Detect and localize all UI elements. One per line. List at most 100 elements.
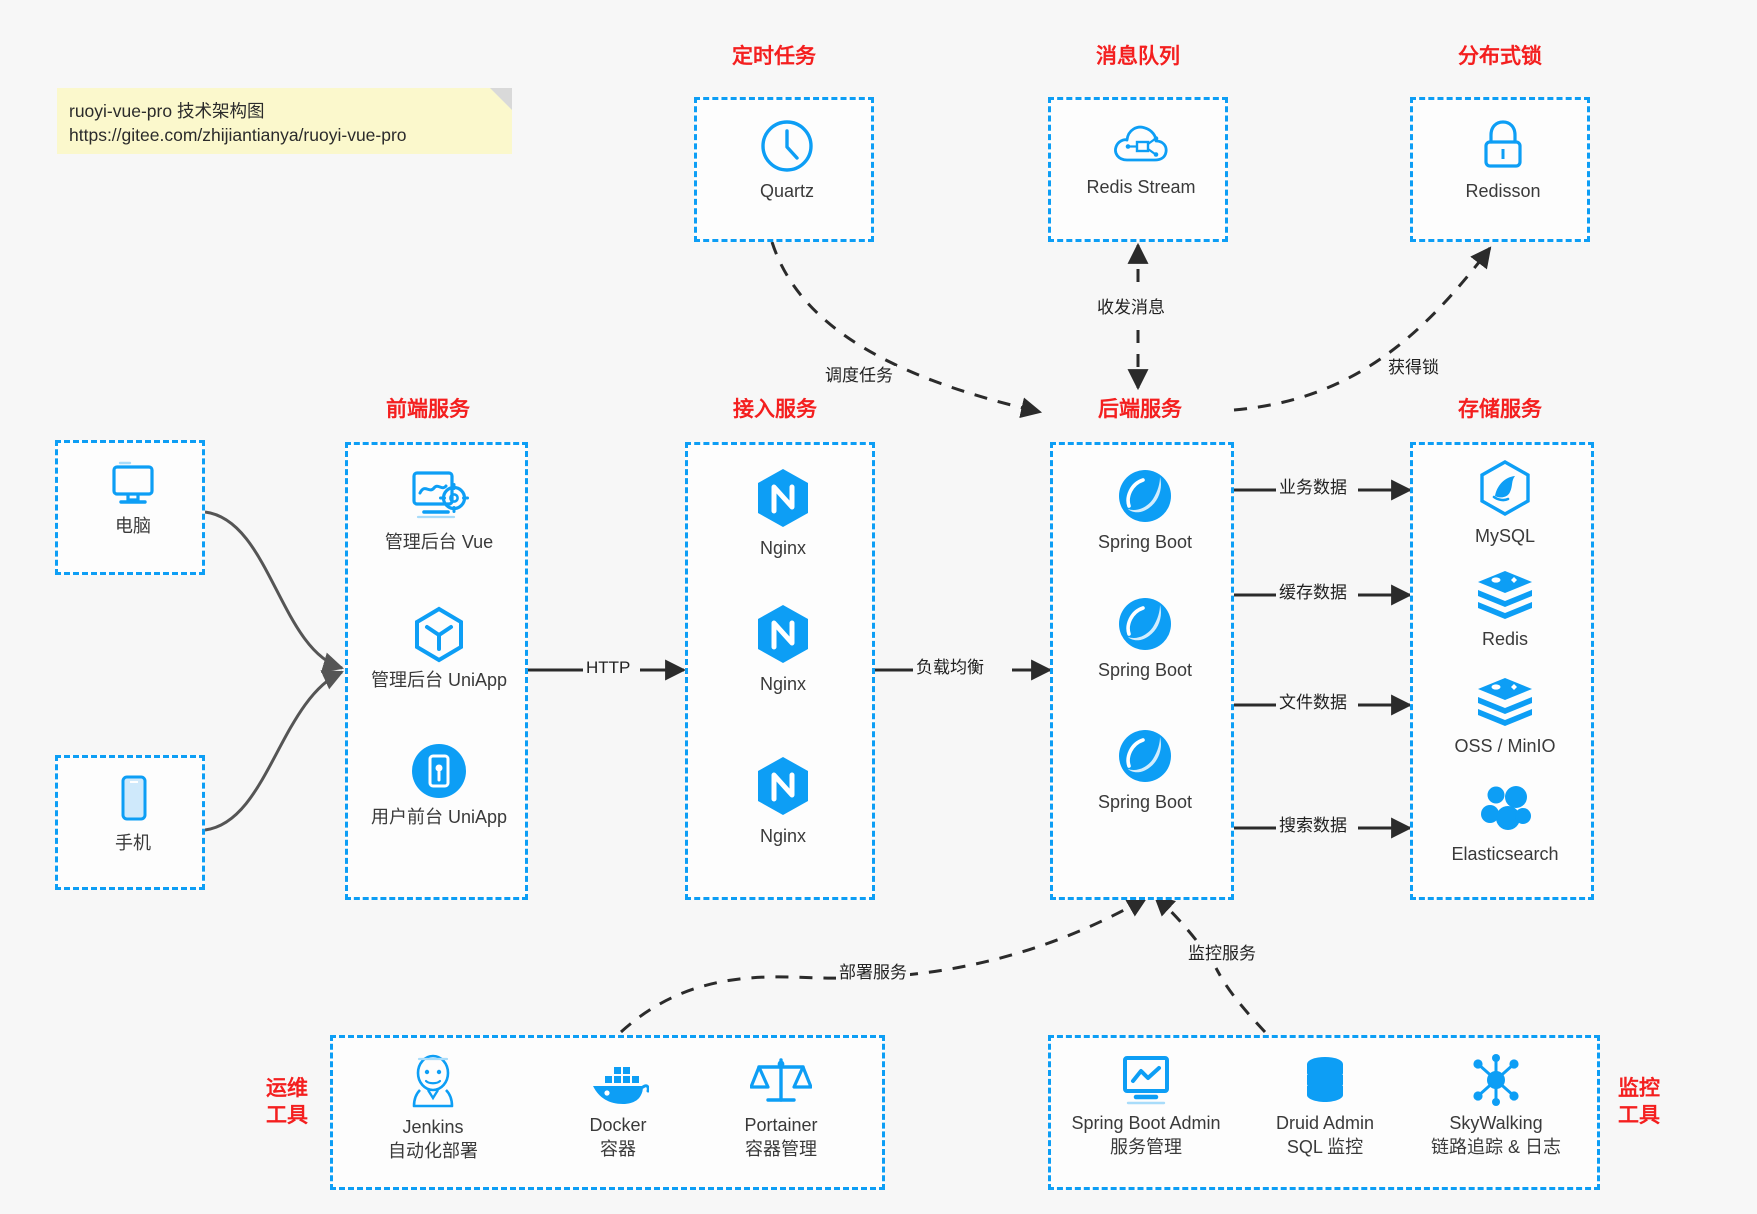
node-springboot-2[interactable]: Spring Boot <box>1065 595 1225 682</box>
group-title-backend: 后端服务 <box>1098 398 1182 421</box>
node-label: Redis Stream <box>1086 177 1196 197</box>
spring-leaf-icon <box>1119 470 1171 522</box>
group-monitor: Spring Boot Admin 服务管理 Druid Admin SQL 监… <box>1048 1035 1600 1190</box>
node-label: Redisson <box>1465 181 1541 201</box>
node-nginx-2[interactable]: Nginx <box>703 603 863 696</box>
node-label: Nginx <box>759 826 807 846</box>
group-computer: 电脑 <box>55 440 205 575</box>
node-label: Elasticsearch <box>1451 844 1559 864</box>
edge-label-search-data: 搜索数据 <box>1276 816 1350 836</box>
node-label: 手机 <box>115 833 151 853</box>
node-admin-vue[interactable]: 管理后台 Vue <box>359 467 519 554</box>
group-frontend: 管理后台 Vue 管理后台 UniApp 用户前台 UniApp <box>345 442 528 900</box>
group-title-scheduler: 定时任务 <box>732 45 816 68</box>
monitor-title-line1: 监控 <box>1618 1077 1660 1100</box>
node-sublabel: 容器管理 <box>745 1139 817 1159</box>
skywalking-icon <box>1473 1054 1519 1106</box>
redis-stack-icon <box>1478 571 1532 619</box>
node-label: Redis <box>1481 629 1529 649</box>
monitor-title-line2: 工具 <box>1618 1104 1660 1127</box>
node-label: Nginx <box>759 538 807 558</box>
group-scheduler: Quartz <box>694 97 874 242</box>
node-label: 管理后台 UniApp <box>370 670 508 690</box>
node-computer[interactable]: 电脑 <box>53 459 213 538</box>
node-admin-uniapp[interactable]: 管理后台 UniApp <box>359 605 519 692</box>
group-storage: MySQL Redis OSS / MinIO <box>1410 442 1594 900</box>
node-redis-stream[interactable]: Redis Stream <box>1061 118 1221 199</box>
node-label: Spring Boot Admin <box>1071 1113 1221 1133</box>
edge-label-cache-data: 缓存数据 <box>1276 583 1350 603</box>
node-label: Spring Boot <box>1097 792 1193 812</box>
node-mysql[interactable]: MySQL <box>1425 459 1585 548</box>
group-phone: 手机 <box>55 755 205 890</box>
node-label: 用户前台 UniApp <box>370 807 508 827</box>
node-sublabel: 服务管理 <box>1110 1137 1182 1157</box>
node-nginx-1[interactable]: Nginx <box>703 467 863 560</box>
node-sublabel: 容器 <box>600 1139 636 1159</box>
edge-label-acquire-lock: 获得锁 <box>1385 358 1442 378</box>
node-user-uniapp[interactable]: 用户前台 UniApp <box>359 742 519 829</box>
edge-label-http: HTTP <box>583 658 634 678</box>
object-storage-icon <box>1478 678 1532 726</box>
group-mq: Redis Stream <box>1048 97 1228 242</box>
node-label: Portainer <box>744 1115 818 1135</box>
edge-label-schedule-task: 调度任务 <box>822 366 896 386</box>
group-title-storage: 存储服务 <box>1458 398 1542 421</box>
note-fold-corner <box>490 88 512 110</box>
node-label: Quartz <box>759 181 815 201</box>
node-label: Druid Admin <box>1275 1113 1375 1133</box>
node-sublabel: 自动化部署 <box>388 1141 478 1161</box>
node-docker[interactable]: Docker 容器 <box>538 1060 698 1162</box>
mobile-icon <box>121 775 147 821</box>
scales-icon <box>750 1058 812 1102</box>
info-note: ruoyi-vue-pro 技术架构图 https://gitee.com/zh… <box>57 88 512 154</box>
cloud-network-icon <box>1114 125 1168 162</box>
node-spring-boot-admin[interactable]: Spring Boot Admin 服务管理 <box>1066 1054 1226 1160</box>
node-label: Spring Boot <box>1097 532 1193 552</box>
group-backend: Spring Boot Spring Boot Spring Boot <box>1050 442 1234 900</box>
spring-leaf-icon <box>1119 598 1171 650</box>
node-redisson[interactable]: Redisson <box>1423 116 1583 203</box>
clock-icon <box>761 120 813 172</box>
edge-label-send-receive-message: 收发消息 <box>1094 298 1168 318</box>
node-oss-minio[interactable]: OSS / MinIO <box>1425 675 1585 758</box>
group-gateway: Nginx Nginx Nginx <box>685 442 875 900</box>
node-phone[interactable]: 手机 <box>53 772 213 855</box>
dashboard-gear-icon <box>412 471 469 519</box>
group-lock: Redisson <box>1410 97 1590 242</box>
node-portainer[interactable]: Portainer 容器管理 <box>701 1054 861 1162</box>
app-window-icon <box>412 744 466 798</box>
node-elasticsearch[interactable]: Elasticsearch <box>1425 783 1585 866</box>
note-url: https://gitee.com/zhijiantianya/ruoyi-vu… <box>69 125 407 145</box>
node-skywalking[interactable]: SkyWalking 链路追踪 & 日志 <box>1416 1054 1576 1160</box>
elasticsearch-icon <box>1481 786 1531 830</box>
group-title-monitor: 监控 工具 <box>1608 1075 1670 1129</box>
mysql-dolphin-icon <box>1480 460 1530 516</box>
node-redis[interactable]: Redis <box>1425 568 1585 651</box>
nginx-icon <box>758 757 808 815</box>
lock-icon <box>1484 120 1522 168</box>
node-springboot-1[interactable]: Spring Boot <box>1065 467 1225 554</box>
note-title: ruoyi-vue-pro 技术架构图 <box>69 101 265 121</box>
node-quartz[interactable]: Quartz <box>707 118 867 203</box>
devops-title-line2: 工具 <box>266 1104 308 1127</box>
node-nginx-3[interactable]: Nginx <box>703 755 863 848</box>
node-label: MySQL <box>1474 526 1535 546</box>
nginx-icon <box>758 605 808 663</box>
node-springboot-3[interactable]: Spring Boot <box>1065 727 1225 814</box>
group-title-mq: 消息队列 <box>1096 45 1180 68</box>
node-jenkins[interactable]: Jenkins 自动化部署 <box>353 1052 513 1164</box>
edge-label-file-data: 文件数据 <box>1276 693 1350 713</box>
node-label: 电脑 <box>115 516 151 536</box>
edge-label-business-data: 业务数据 <box>1276 478 1350 498</box>
node-sublabel: 链路追踪 & 日志 <box>1430 1137 1561 1157</box>
node-druid-admin[interactable]: Druid Admin SQL 监控 <box>1245 1054 1405 1160</box>
group-title-lock: 分布式锁 <box>1458 45 1542 68</box>
group-title-gateway: 接入服务 <box>733 398 817 421</box>
node-label: Jenkins <box>402 1117 464 1137</box>
devops-title-line1: 运维 <box>266 1077 308 1100</box>
node-label: Docker <box>589 1115 647 1135</box>
node-label: SkyWalking <box>1449 1113 1543 1133</box>
monitor-chart-icon <box>1123 1056 1169 1105</box>
